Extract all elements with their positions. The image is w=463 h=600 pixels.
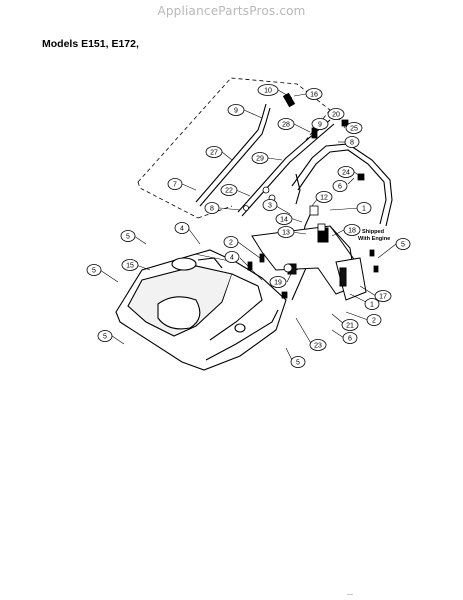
callout-24: 24	[337, 166, 355, 178]
note-line-1: Shipped	[362, 229, 385, 235]
callout-6b: 6	[342, 332, 358, 344]
callout-12: 12	[315, 191, 333, 203]
callout-23: 23	[309, 339, 327, 351]
callout-13: 13	[277, 226, 295, 238]
callout-14: 14	[275, 213, 293, 225]
callout-5d: 5	[97, 330, 113, 342]
svg-text:19: 19	[274, 280, 282, 287]
svg-text:23: 23	[314, 343, 322, 350]
callout-5a: 5	[120, 230, 136, 242]
svg-text:9: 9	[234, 108, 238, 115]
svg-text:9: 9	[318, 122, 322, 129]
callout-2b: 2	[366, 314, 382, 326]
svg-text:21: 21	[346, 323, 354, 330]
callout-19: 19	[269, 276, 287, 288]
callout-29: 29	[251, 152, 269, 164]
svg-text:12: 12	[320, 195, 328, 202]
hardware-parts	[243, 92, 379, 299]
svg-text:5: 5	[296, 360, 300, 367]
svg-text:10: 10	[264, 88, 272, 95]
callout-28: 28	[277, 118, 295, 130]
callout-8b: 8	[204, 202, 220, 214]
svg-text:4: 4	[230, 255, 234, 262]
svg-text:16: 16	[310, 92, 318, 99]
svg-text:27: 27	[210, 150, 218, 157]
callout-22: 22	[220, 184, 238, 196]
callouts: 10 16 9 20 28 25 9 8 27 29 24 6 7 22 8 3…	[86, 84, 411, 368]
svg-text:1: 1	[362, 206, 366, 213]
svg-text:5: 5	[103, 334, 107, 341]
svg-text:5: 5	[92, 268, 96, 275]
deck-housing	[115, 249, 287, 371]
callout-1b: 1	[364, 298, 380, 310]
callout-7: 7	[167, 178, 183, 190]
svg-text:5: 5	[126, 234, 130, 241]
svg-text:6: 6	[338, 184, 342, 191]
svg-text:29: 29	[256, 156, 264, 163]
svg-text:2: 2	[229, 240, 233, 247]
callout-25: 25	[345, 122, 363, 134]
callout-16: 16	[305, 88, 323, 100]
note-line-2: With Engine	[358, 236, 390, 242]
watermark: AppliancePartsPros.com	[157, 4, 306, 18]
callout-9a: 9	[227, 104, 245, 116]
svg-text:6: 6	[348, 336, 352, 343]
callout-21: 21	[341, 319, 359, 331]
callout-6a: 6	[332, 180, 348, 192]
callout-2a: 2	[223, 236, 239, 248]
svg-text:28: 28	[282, 122, 290, 129]
svg-text:18: 18	[348, 228, 356, 235]
svg-text:24: 24	[342, 170, 350, 177]
svg-text:20: 20	[332, 112, 340, 119]
callout-1a: 1	[356, 202, 372, 214]
callout-8a: 8	[344, 136, 360, 148]
svg-text:3: 3	[268, 203, 272, 210]
svg-text:2: 2	[372, 318, 376, 325]
callout-3: 3	[262, 199, 278, 211]
svg-text:4: 4	[180, 226, 184, 233]
svg-text:7: 7	[173, 182, 177, 189]
callout-9b: 9	[311, 118, 329, 130]
callout-10: 10	[257, 84, 279, 96]
svg-text:8: 8	[350, 140, 354, 147]
diagram-title: Models E151, E172,	[42, 38, 139, 50]
callout-4a: 4	[174, 222, 190, 234]
svg-text:25: 25	[350, 126, 358, 133]
page-mark: ---	[347, 592, 353, 598]
svg-text:22: 22	[225, 188, 233, 195]
callout-20: 20	[327, 108, 345, 120]
svg-text:15: 15	[126, 263, 134, 270]
svg-text:5: 5	[401, 242, 405, 249]
dashed-outline	[137, 77, 331, 219]
callout-17: 17	[374, 290, 392, 302]
callout-15: 15	[121, 259, 139, 271]
svg-text:14: 14	[280, 217, 288, 224]
callout-5b: 5	[86, 264, 102, 276]
callout-18a: 18	[343, 224, 361, 236]
callout-5c: 5	[395, 238, 411, 250]
svg-text:1: 1	[370, 302, 374, 309]
callout-4b: 4	[224, 251, 240, 263]
svg-text:17: 17	[379, 294, 387, 301]
callout-27: 27	[205, 146, 223, 158]
callout-5e: 5	[290, 356, 306, 368]
svg-text:8: 8	[210, 206, 214, 213]
svg-text:13: 13	[282, 230, 290, 237]
